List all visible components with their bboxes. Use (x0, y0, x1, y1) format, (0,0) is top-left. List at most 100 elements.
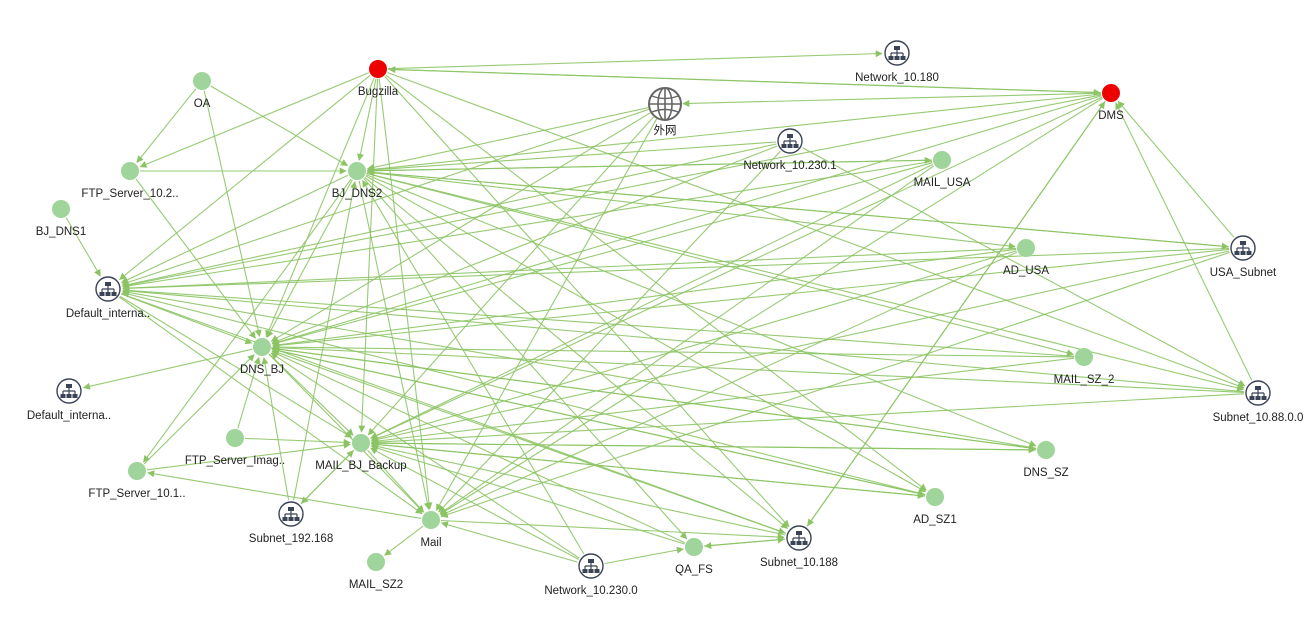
edge-qafs-to-mailbjbackup (370, 444, 685, 545)
edge-bugzilla-to-bjdns2 (357, 78, 377, 161)
host-icon (926, 488, 944, 506)
node-subnet1088[interactable]: Subnet_10.88.0.0 (1213, 380, 1304, 424)
node-adusa[interactable]: AD_USA (1003, 239, 1049, 277)
network-icon (578, 553, 604, 579)
edge-dnsbj-to-definternal2 (82, 348, 253, 390)
edge-net102301-to-definternal1 (122, 143, 777, 288)
network-icon (786, 525, 812, 551)
edge-usasubnet-to-mail (440, 251, 1230, 518)
edge-bjdns2-to-ftp101 (143, 178, 352, 463)
host-icon (933, 151, 951, 169)
edge-dms-to-bugzilla (388, 66, 1102, 94)
edge-net102300-to-qafs (604, 546, 684, 565)
network-icon (56, 378, 82, 404)
node-bjdns2[interactable]: BJ_DNS2 (332, 162, 383, 200)
host-icon (226, 429, 244, 447)
node-label: DNS_SZ (1023, 467, 1068, 479)
node-adsz1[interactable]: AD_SZ1 (913, 488, 957, 526)
edge-subnet192-to-dnsbj (261, 357, 290, 501)
edge-mailusa-to-mailbjbackup (370, 163, 934, 439)
node-oa[interactable]: OA (193, 72, 211, 110)
edge-qafs-to-subnet10188 (703, 536, 785, 547)
edge-ftpimag-to-mailbjbackup (244, 437, 351, 446)
node-label: BJ_DNS2 (332, 188, 383, 200)
edge-dms-to-dnsbj (271, 95, 1102, 346)
edge-mailusa-to-mail (439, 165, 935, 515)
edge-bjdns2-to-definternal1 (120, 174, 349, 284)
node-dnsbj[interactable]: DNS_BJ (240, 338, 284, 376)
edge-internet-to-definternal1 (121, 108, 650, 286)
network-icon (884, 40, 910, 66)
edge-bjdns2-to-dnsbj (266, 179, 353, 338)
node-bugzilla[interactable]: Bugzilla (358, 60, 399, 98)
node-ftpimag[interactable]: FTP_Server_Imag.. (185, 429, 285, 467)
edge-adusa-to-dnsbj (272, 248, 1017, 349)
node-qafs[interactable]: QA_FS (675, 538, 713, 576)
edge-dms-to-mailbjbackup (370, 96, 1103, 439)
network-icon (278, 501, 304, 527)
node-label: AD_SZ1 (913, 514, 956, 526)
node-definternal2[interactable]: Default_interna.. (27, 378, 111, 422)
edge-subnet10188-to-dms (806, 101, 1106, 527)
host-icon (1017, 239, 1035, 257)
node-label: DMS (1098, 110, 1124, 122)
node-definternal1[interactable]: Default_interna.. (66, 276, 150, 320)
edge-dnsbj-to-adsz1 (271, 348, 925, 497)
edge-ftp101-to-dnsbj (143, 354, 255, 465)
edge-bjdns2-to-mailsz2b (366, 172, 1074, 357)
node-mailsz2[interactable]: MAIL_SZ2 (349, 553, 403, 591)
node-mailsz2b[interactable]: MAIL_SZ_2 (1054, 348, 1115, 386)
edge-mailbjbackup-to-dnssz (370, 442, 1036, 454)
node-label: Mail (420, 537, 441, 549)
node-dnssz[interactable]: DNS_SZ (1023, 441, 1069, 479)
edge-mail-to-mailsz2 (384, 525, 424, 556)
edge-subnet192-to-bjdns2 (293, 181, 358, 501)
node-subnet192[interactable]: Subnet_192.168 (249, 501, 333, 545)
node-label: DNS_BJ (240, 364, 284, 376)
node-dms[interactable]: DMS (1098, 84, 1124, 122)
node-label: QA_FS (675, 564, 713, 576)
edge-oa-to-bjdns2 (210, 85, 349, 166)
node-label: Subnet_192.168 (249, 533, 333, 545)
node-label: AD_USA (1003, 265, 1049, 277)
edge-net102301-to-bjdns2 (367, 141, 777, 174)
node-label: BJ_DNS1 (36, 226, 87, 238)
node-bjdns1[interactable]: BJ_DNS1 (36, 200, 87, 238)
edge-dnsbj-to-dnssz (271, 347, 1036, 452)
edge-bjdns1-to-definternal1 (65, 217, 101, 277)
edge-bjdns2-to-subnet1088 (366, 172, 1245, 392)
edge-adusa-to-mailbjbackup (370, 250, 1017, 442)
node-label: FTP_Server_10.1.. (88, 488, 185, 500)
edge-mailbjbackup-to-adsz1 (370, 443, 925, 499)
node-usasubnet[interactable]: USA_Subnet (1210, 235, 1277, 279)
node-label: MAIL_SZ_2 (1054, 374, 1115, 386)
network-icon (777, 128, 803, 154)
node-mail[interactable]: Mail (420, 511, 442, 549)
edge-bugzilla-to-mail (378, 78, 433, 510)
edge-net102300-to-mail (440, 521, 578, 563)
host-icon (685, 538, 703, 556)
node-label: MAIL_SZ2 (349, 579, 403, 591)
edge-bjdns2-to-adusa (366, 171, 1016, 250)
node-subnet10188[interactable]: Subnet_10.188 (760, 525, 838, 569)
edge-definternal1-to-mail (119, 296, 423, 515)
node-label: Network_10.230.1 (743, 160, 836, 172)
edge-definternal1-to-dnsbj (120, 293, 253, 345)
edge-net102301-to-mail (438, 150, 781, 513)
edge-dnsbj-to-mailbjbackup (268, 353, 354, 436)
edge-subnet10188-to-dnsbj (271, 349, 786, 534)
node-net102301[interactable]: Network_10.230.1 (743, 128, 837, 172)
node-mailusa[interactable]: MAIL_USA (914, 151, 971, 189)
node-ftp101[interactable]: FTP_Server_10.1.. (88, 462, 186, 500)
node-net102300[interactable]: Network_10.230.0 (544, 553, 638, 597)
edge-definternal1-to-subnet10188 (121, 293, 786, 535)
node-net10180[interactable]: Network_10.180 (855, 40, 939, 84)
node-mailbjbackup[interactable]: MAIL_BJ_Backup (315, 434, 407, 472)
node-label: OA (194, 98, 211, 110)
edge-usasubnet-to-definternal1 (122, 247, 1230, 292)
node-label: Subnet_10.188 (760, 557, 838, 569)
host-icon (422, 511, 440, 529)
node-ftp102[interactable]: FTP_Server_10.2.. (81, 162, 179, 200)
node-internet[interactable]: 外网 (648, 87, 682, 137)
